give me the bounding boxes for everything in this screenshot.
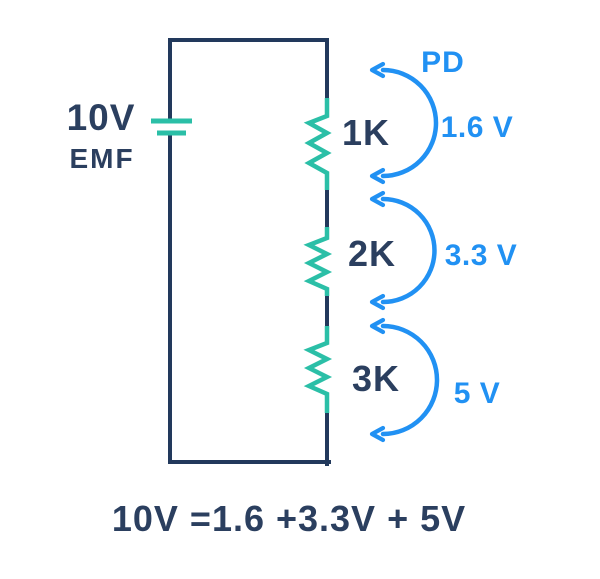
resistor-1-zigzag-icon	[303, 98, 332, 190]
resistor-1-label: 1K	[342, 112, 390, 153]
pd-arc-3-icon	[369, 317, 440, 443]
circuit-loop	[168, 38, 331, 466]
pd-value-3-label: 5 V	[454, 377, 501, 410]
kvl-equation: 10V =1.6 +3.3V + 5V	[112, 498, 466, 539]
resistor-3-zigzag-icon	[303, 326, 333, 413]
pd-arc-1-icon	[369, 61, 439, 185]
emf-value-label: 10V	[67, 97, 136, 138]
resistor-2-zigzag-icon	[303, 227, 333, 296]
pd-heading-label: PD	[421, 46, 465, 79]
wire-bottom-left	[168, 133, 331, 464]
pd-arrows	[369, 61, 440, 443]
pd-value-1-label: 1.6 V	[441, 111, 514, 144]
resistors	[303, 98, 333, 413]
pd-arc-2-icon	[369, 190, 437, 311]
emf-label: EMF	[69, 143, 134, 174]
resistor-3-label: 3K	[352, 358, 400, 399]
resistor-2-label: 2K	[348, 233, 396, 274]
pd-value-2-label: 3.3 V	[445, 239, 518, 272]
wire-top-left	[168, 38, 329, 121]
battery-icon	[151, 118, 192, 136]
